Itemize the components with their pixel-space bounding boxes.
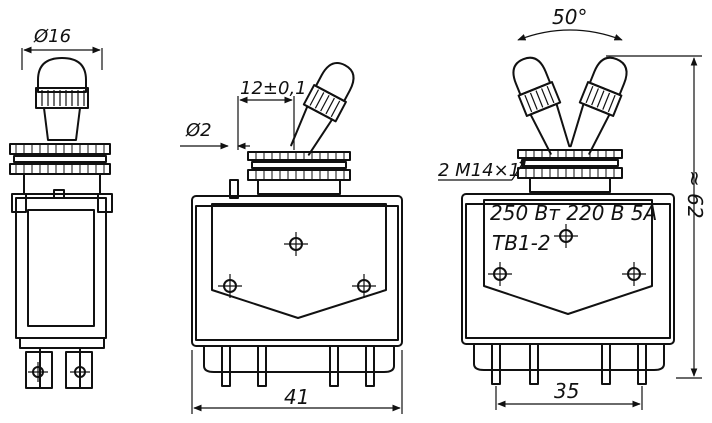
dim-thread: 2 M14×1 [438, 160, 520, 181]
front-pin [229, 179, 239, 199]
side-body [15, 197, 107, 339]
plate-rating-text: 250 Вт 220 В 5А [490, 201, 657, 225]
side-knob [37, 57, 87, 93]
rear-knob-left [512, 56, 552, 96]
rear-plate [483, 199, 653, 315]
rear-body [461, 193, 675, 345]
plate-model-text: ТВ1-2 [492, 231, 551, 255]
dim-width-41: 41 [284, 385, 309, 409]
rear-view: 50° [438, 5, 707, 410]
dim-height-62: ≈ 62 [683, 170, 707, 219]
front-plate [211, 203, 387, 319]
front-view: 12±0,1 Ø2 [180, 62, 403, 414]
dim-lever-offset: 12±0,1 [240, 78, 307, 99]
dim-diameter-16: Ø16 [33, 26, 71, 47]
side-view: Ø16 [9, 26, 113, 389]
rear-knob-right [588, 56, 628, 96]
dim-diameter-2: Ø2 [185, 120, 212, 141]
dim-angle-50: 50° [552, 5, 587, 29]
dim-spacing-35: 35 [554, 379, 579, 403]
front-body [191, 195, 403, 347]
front-knob [314, 62, 355, 103]
